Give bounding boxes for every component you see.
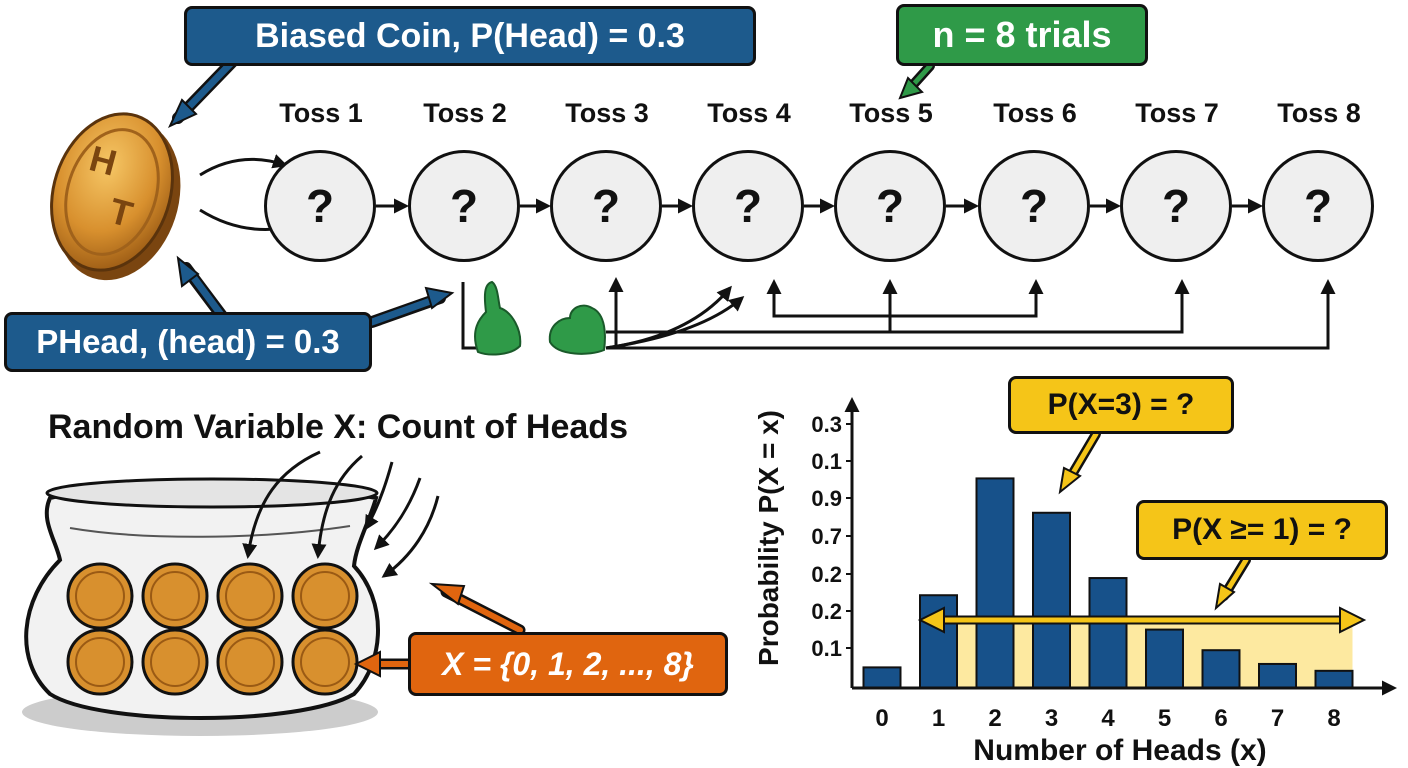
y-tick-label: 0.2 [811,599,842,624]
toss-outcome-circle: ? [408,150,520,262]
x-tick-label: 4 [1101,705,1115,732]
x-tick-label: 3 [1045,705,1058,732]
sack-coin-rim [225,637,275,687]
y-tick-label: 0.1 [811,449,842,474]
x-set-label: X = {0, 1, 2, ..., 8} [408,632,728,696]
toss-label: Toss 2 [423,98,507,128]
bar-8 [1314,669,1354,689]
p-x-at-least-1-callout: P(X ≥= 1) = ? [1136,500,1388,560]
sack-arrows [242,450,440,578]
toss-outcome-circle: ? [1120,150,1232,262]
sack-coin [141,628,209,696]
range-arrow-head-right [1339,606,1367,634]
sack-coin-rim [150,637,200,687]
orange-arrows [353,582,526,678]
trials-label: n = 8 trials [896,4,1148,66]
sack-coin [216,562,284,630]
bar-1 [919,594,958,690]
toss-outcome-circle: ? [692,150,804,262]
toss-outcome-circle: ? [834,150,946,262]
bar-6 [1201,649,1241,690]
toss-outcome-circle: ? [264,150,376,262]
sack-coin-rim [225,571,275,621]
x-axis-title: Number of Heads (x) [973,734,1266,767]
biased-coin-label: Biased Coin, P(Head) = 0.3 [184,6,756,66]
sack-coin-rim [300,571,350,621]
bar-5 [1145,628,1184,689]
x-tick-label: 6 [1214,705,1227,732]
y-tick-label: 0.1 [811,636,842,661]
toss-label: Toss 6 [993,98,1077,128]
sack-coin [216,628,284,696]
x-tick-label: 7 [1271,705,1284,732]
bar-4 [1088,577,1128,689]
coin-icon [50,112,181,281]
range-arrow-head-left [917,606,945,634]
x-tick-label: 2 [988,705,1001,732]
sack-coin [291,628,359,696]
sack-coin-rim [300,637,350,687]
p-x-equals-3-callout: P(X=3) = ? [1008,376,1234,434]
callout-arrows [167,52,935,328]
y-tick-label: 0.3 [811,412,842,437]
sack-coin-rim [75,571,125,621]
phead-label: PHead, (head) = 0.3 [4,312,372,372]
sack-coin-rim [150,571,200,621]
y-tick-label: 0.9 [811,486,842,511]
routing-arrows [605,277,1336,350]
toss-outcome-circle: ? [1262,150,1374,262]
chart-callout-arrows [1058,429,1251,611]
toss-label: Toss 1 [279,98,363,128]
y-tick-label: 0.7 [811,524,842,549]
bar-0 [862,666,902,690]
hand-icon [461,280,606,356]
bar-3 [1032,511,1071,689]
sack-coin [291,562,359,630]
toss-label: Toss 4 [707,98,791,128]
sack-coins [66,562,359,696]
toss-label: Toss 7 [1135,98,1219,128]
toss-label: Toss 3 [565,98,649,128]
toss-outcome-circle: ? [978,150,1090,262]
x-tick-label: 8 [1327,705,1340,732]
x-tick-label: 0 [875,705,888,732]
x-tick-label: 5 [1158,705,1171,732]
x-tick-label: 1 [932,705,945,732]
y-tick-label: 0.2 [811,562,842,587]
bar-2 [975,477,1015,689]
sack-coin-rim [75,637,125,687]
toss-label: Toss 5 [849,98,933,128]
sack-coin [66,562,134,630]
toss-outcome-circle: ? [550,150,662,262]
sack-coin [141,562,209,630]
random-variable-title: Random Variable X: Count of Heads [48,408,628,446]
bar-7 [1258,662,1297,690]
toss-label: Toss 8 [1277,98,1361,128]
y-axis-title: Probability P(X = x) [753,410,784,666]
sack-coin [66,628,134,696]
